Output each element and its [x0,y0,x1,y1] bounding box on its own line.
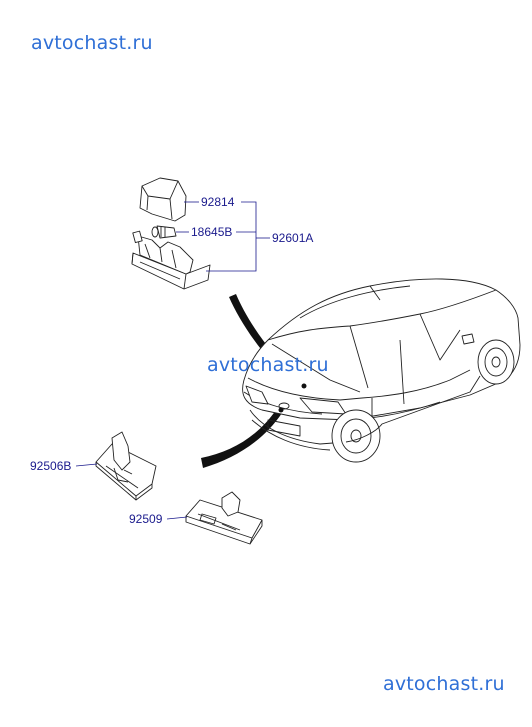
lamp-housing-part [131,230,211,290]
part-number-92601A: 92601A [272,231,313,245]
part-number-92506B: 92506B [30,459,71,473]
watermark-bottom: avtochast.ru [383,673,505,695]
part-number-92814: 92814 [201,195,235,209]
pointer-arrow-upper [229,294,302,387]
car-illustration [242,278,521,463]
bulb-part [151,225,177,239]
pointer-arrow-lower [201,410,282,468]
lamp-part-92509 [185,491,263,545]
lamp-cover-part [139,177,187,222]
watermark-top: avtochast.ru [31,32,153,54]
part-number-92509: 92509 [129,512,163,526]
watermark-middle: avtochast.ru [207,354,329,376]
lamp-part-92506B [95,431,157,501]
part-number-18645B: 18645B [191,225,232,239]
